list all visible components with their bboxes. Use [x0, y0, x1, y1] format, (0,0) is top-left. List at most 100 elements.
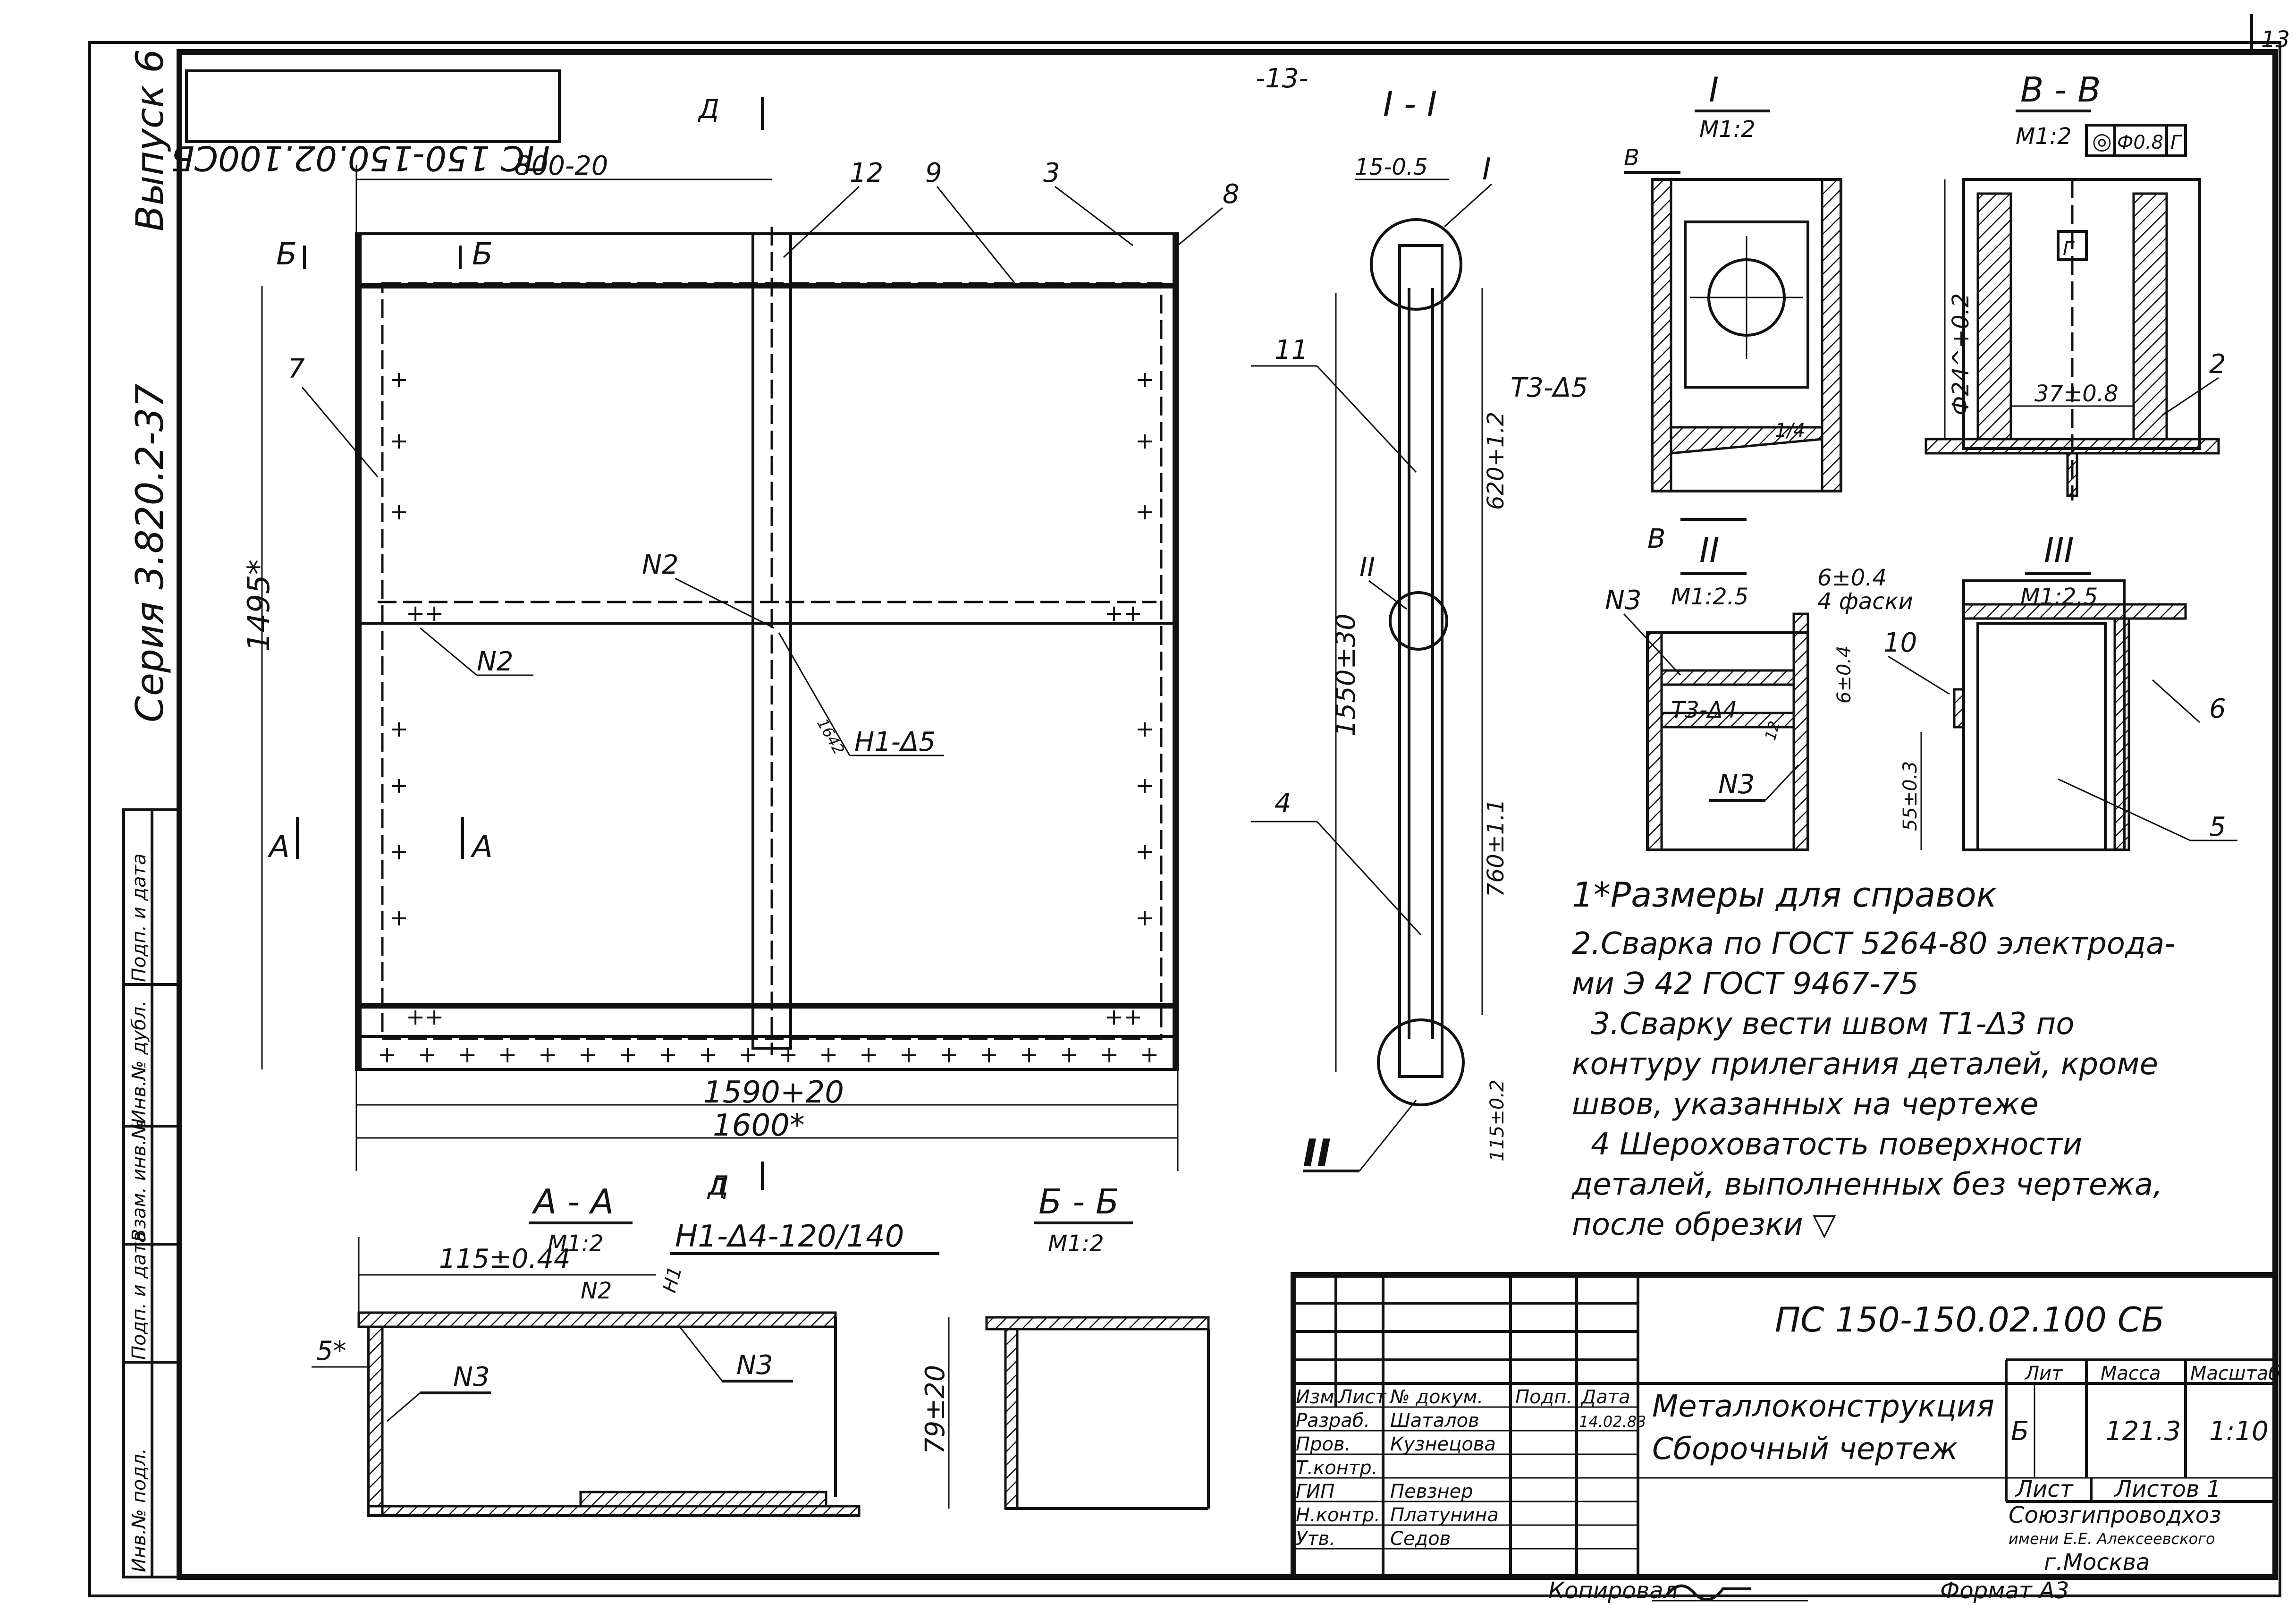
issue-label: Выпуск 6: [128, 49, 172, 231]
weld-mark-bottom: +: [378, 1042, 397, 1068]
row4-name: Певзнер: [1390, 1481, 1473, 1502]
weld-mark-right: +: [1135, 905, 1154, 931]
note-line-2: 2.Сварка по ГОСТ 5264-80 электрода-: [1572, 926, 2175, 961]
weld-mark-left: +: [389, 366, 408, 393]
weld-mark-left: +: [389, 839, 408, 865]
node-I-circle: [1370, 218, 1462, 311]
section-BB2-title: Б - Б: [1038, 1182, 1119, 1221]
note-line-4: 3.Сварку вести швом Т1-Δ3 по: [1591, 1007, 2075, 1042]
dim-height: 1495*: [242, 560, 277, 652]
th-list: Лист: [1337, 1386, 1387, 1408]
node-II: II М1:2.5 6±0.4 4 фаски 6±0.4 N3 Т3-Δ4 1…: [1605, 530, 1950, 851]
tb-sheet-label: Лист: [2015, 1476, 2074, 1502]
weld-mark-bottom: +: [979, 1042, 998, 1068]
weld-mark-left: +: [389, 772, 408, 799]
section-BB2-dim: 79±20: [920, 1365, 951, 1454]
dim-top: 800-20: [515, 151, 608, 181]
weld-mark-bottom: +: [578, 1042, 597, 1068]
main-view: 800-20 1590+20 1600* 1495* 12 9 3 8 7 Б …: [242, 94, 1240, 1201]
side-stamp: Выпуск 6 Серия 3.820.2-37 Подп. и дата И…: [122, 49, 181, 1578]
weld-mark: +: [1123, 1004, 1142, 1030]
side-col-5: Подп. и дата: [128, 854, 150, 982]
mark-A-left: А: [267, 830, 290, 865]
row2-name: Кузнецова: [1390, 1433, 1496, 1455]
weld-mark-right: +: [1135, 366, 1154, 393]
footer-copied: Копировал: [1548, 1578, 1678, 1604]
tb-mass-value: 121.3: [2105, 1416, 2181, 1447]
section-AA-5: 5*: [316, 1336, 346, 1366]
callout-5: 5: [2209, 812, 2226, 842]
weld-mark-bottom: +: [1020, 1042, 1038, 1068]
outer-frame: [88, 41, 2281, 1597]
dim-760: 760±1.1: [1483, 799, 1509, 897]
tb-product-2: Сборочный чертеж: [1652, 1432, 1958, 1467]
node-III: III М1:2.5 55±0.3 6 5: [1899, 530, 2237, 851]
weld-mark-right: +: [1135, 839, 1154, 865]
dim-37: 37±0.8: [2034, 381, 2119, 407]
weld-mark-bottom: +: [418, 1042, 437, 1068]
weld-mark-bottom: +: [819, 1042, 838, 1068]
weld-t3-d5: Т3-Δ5: [1511, 373, 1588, 403]
side-col-4: Инв.№ дубл.: [128, 1001, 150, 1124]
callout-2: 2: [2209, 349, 2226, 380]
node-I-mark-top: В: [1624, 144, 1639, 171]
sheet-corner-number: 13: [2261, 26, 2290, 53]
weld-mark: +: [1123, 600, 1142, 627]
weld-mark-bottom: +: [779, 1042, 798, 1068]
weld-mark: +: [406, 1004, 425, 1030]
weld-mark-right: +: [1135, 716, 1154, 742]
row6-name: Седов: [1390, 1528, 1451, 1550]
note-line-5: контуру прилегания деталей, кроме: [1572, 1047, 2158, 1082]
note-line-6: швов, указанных на чертеже: [1572, 1087, 2038, 1122]
weld-mark-right: +: [1135, 772, 1154, 799]
section-A-A: А - А М1:2 115±0.44 Н1-Δ4-120/140 Н1 N2 …: [312, 1174, 939, 1517]
mark-D-bottom: Д: [707, 1170, 729, 1201]
tb-mass-label: Масса: [2101, 1363, 2161, 1384]
tolerance-datum: Г: [2170, 132, 2182, 153]
weld-mark-left: +: [389, 716, 408, 742]
roman-II-big: II: [1303, 1131, 1331, 1175]
section-AA-dim: 115±0.44: [439, 1244, 571, 1274]
th-doc: № докум.: [1389, 1386, 1483, 1408]
node-II-dim1b: 4 фаски: [1817, 588, 1913, 615]
section-I-bar: [1398, 244, 1443, 1078]
th-sign: Подп.: [1515, 1386, 1572, 1408]
note-line-9: после обрезки ▽: [1572, 1207, 1836, 1242]
footer-format: Формат А3: [1940, 1578, 2069, 1604]
node-III-circle: [1377, 1018, 1465, 1106]
row4-role: ГИП: [1296, 1481, 1334, 1502]
section-AA-n2: N2: [581, 1278, 612, 1304]
title-block: Изм. Лист № докум. Подп. Дата Разраб. Ша…: [1291, 1272, 2280, 1580]
tb-scale-value: 1:10: [2209, 1416, 2269, 1447]
weld-n2-top: N2: [642, 550, 679, 580]
callout-10: 10: [1883, 628, 1917, 658]
callout-6: 6: [2209, 694, 2226, 724]
node-II-dim2: 6±0.4: [1833, 645, 1855, 704]
section-B-B-2: Б - Б М1:2 79±20: [920, 1182, 1210, 1510]
weld-mark-bottom: +: [1060, 1042, 1079, 1068]
weld-mark-bottom: +: [1140, 1042, 1159, 1068]
mirrored-code-box: ПС 150-150.02.100СБ: [171, 69, 561, 178]
weld-mark-bottom: +: [739, 1042, 758, 1068]
dim-bottom-2: 1600*: [713, 1108, 805, 1143]
weld-mark-right: +: [1135, 428, 1154, 454]
side-col-1: Инв.№ подл.: [128, 1448, 150, 1572]
weld-mark-bottom: +: [458, 1042, 477, 1068]
weld-mark: +: [425, 1004, 444, 1030]
node-I-scale: М1:2: [1699, 116, 1756, 143]
weld-mark: +: [406, 600, 425, 627]
weld-mark: +: [1105, 600, 1123, 627]
mark-B-left: Б: [276, 237, 297, 272]
node-I-mark-bottom: В: [1647, 524, 1665, 554]
section-AA-title: А - А: [532, 1182, 614, 1221]
node-II-mark-bottom: N3: [1718, 769, 1755, 800]
node-II-scale: М1:2.5: [1671, 584, 1748, 610]
dim-1550: 1550±30: [1331, 613, 1361, 737]
weld-mark-bottom: +: [538, 1042, 557, 1068]
tb-sheets-label: Листов 1: [2114, 1476, 2221, 1502]
note-line-8: деталей, выполненных без чертежа,: [1571, 1167, 2162, 1202]
row3-role: Т.контр.: [1296, 1457, 1377, 1479]
node-III-title: III: [2044, 530, 2074, 570]
section-AA-scale: М1:2: [548, 1230, 604, 1257]
section-AA-h1: Н1: [658, 1264, 686, 1295]
